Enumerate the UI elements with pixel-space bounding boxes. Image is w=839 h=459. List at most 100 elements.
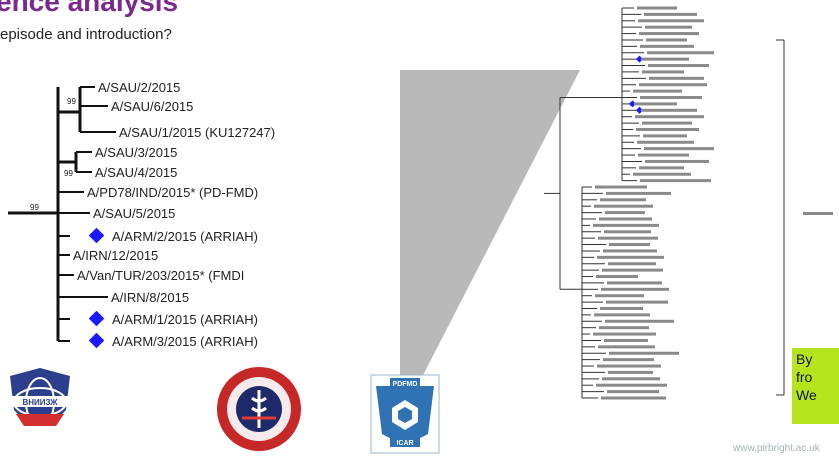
taxon-label-blur <box>603 249 657 253</box>
arriah-marker-icon <box>88 227 105 244</box>
tree-leaf-label: A/ARM/3/2015 (ARRIAH) <box>112 334 258 349</box>
taxon-label-blur <box>648 64 709 68</box>
taxon-label-blur <box>609 351 679 355</box>
tree-leaf-label: A/IRN/8/2015 <box>111 290 189 305</box>
taxon-label-blur <box>606 300 668 304</box>
taxon-label-blur <box>607 390 659 394</box>
taxon-label-blur <box>608 370 653 374</box>
taxon-label-blur <box>642 70 684 74</box>
taxon-label-blur <box>649 76 704 80</box>
taxon-label-blur <box>601 287 669 291</box>
taxon-label-blur <box>593 332 656 336</box>
taxon-label-blur <box>597 255 664 259</box>
taxon-label-blur <box>601 396 666 400</box>
svg-text:PDFMD: PDFMD <box>393 381 418 388</box>
zoom-triangle <box>400 70 580 420</box>
taxon-label-blur <box>637 6 677 10</box>
taxon-label-blur <box>594 313 650 317</box>
taxon-label-blur <box>602 268 663 272</box>
taxon-label-blur <box>599 326 649 330</box>
taxon-label-blur <box>638 153 689 157</box>
bootstrap-label: 99 <box>64 169 73 178</box>
taxon-label-blur <box>645 159 709 163</box>
taxon-label-blur <box>640 44 694 48</box>
taxon-label-blur <box>597 364 661 368</box>
callout-line: We <box>796 387 817 403</box>
taxon-label-blur <box>594 204 653 208</box>
taxon-label-blur <box>602 377 660 381</box>
vniizzh-logo: ВНИИЗЖ <box>10 368 70 427</box>
taxon-label-blur <box>604 230 651 234</box>
taxon-label-blur <box>636 127 699 131</box>
taxon-label-blur <box>599 217 652 221</box>
pdfmd-icar-logo: PDFMD ICAR <box>370 374 440 454</box>
callout-line: By <box>796 351 813 367</box>
arriah-marker-icon <box>88 310 105 327</box>
taxon-label-blur <box>633 89 682 93</box>
citation-callout: By fro We <box>792 348 839 424</box>
clade-label-blur <box>803 212 833 215</box>
bootstrap-label: 99 <box>30 203 39 212</box>
callout-line: fro <box>796 369 813 385</box>
footer-url[interactable]: www.pirbright.ac.uk <box>733 443 820 454</box>
taxon-label-blur <box>605 319 674 323</box>
taxon-label-blur <box>640 96 702 100</box>
taxon-label-blur <box>606 191 671 195</box>
taxon-label-blur <box>645 25 692 29</box>
taxon-label-blur <box>639 166 684 170</box>
taxon-label-blur <box>595 294 644 298</box>
taxon-label-blur <box>596 275 638 279</box>
arriah-marker-icon <box>88 332 105 349</box>
taxon-label-blur <box>642 121 692 125</box>
tree-leaf-label: A/SAU/4/2015 <box>95 165 177 180</box>
university-seal-logo <box>217 367 301 451</box>
arriah-marker-icon <box>635 106 644 114</box>
svg-text:ВНИИЗЖ: ВНИИЗЖ <box>22 398 58 407</box>
taxon-label-blur <box>598 236 658 240</box>
taxon-label-blur <box>604 338 648 342</box>
taxon-label-blur <box>595 185 647 189</box>
tree-leaf-label: A/SAU/6/2015 <box>111 99 193 114</box>
taxon-label-blur <box>646 38 687 42</box>
taxon-label-blur <box>644 147 714 151</box>
taxon-label-blur <box>641 57 689 61</box>
taxon-label-blur <box>640 179 711 183</box>
full-phylogenetic-tree <box>544 6 833 400</box>
taxon-label-blur <box>637 140 694 144</box>
svg-text:ICAR: ICAR <box>396 440 413 447</box>
taxon-label-blur <box>639 32 699 36</box>
taxon-label-blur <box>605 211 645 215</box>
bootstrap-label: 99 <box>67 97 76 106</box>
taxon-label-blur <box>644 12 697 16</box>
taxon-label-blur <box>634 102 677 106</box>
tree-leaf-label: A/Van/TUR/203/2015* (FMDI <box>77 268 244 283</box>
taxon-label-blur <box>638 19 704 23</box>
tree-leaf-label: A/SAU/2/2015 <box>98 80 180 95</box>
arriah-marker-icon <box>635 55 644 63</box>
page-subtitle: episode and introduction? <box>0 26 172 43</box>
taxon-label-blur <box>593 223 659 227</box>
tree-leaf-label: A/SAU/5/2015 <box>93 206 175 221</box>
tree-leaf-label: A/ARM/2/2015 (ARRIAH) <box>112 229 258 244</box>
tree-leaf-label: A/ARM/1/2015 (ARRIAH) <box>112 312 258 327</box>
page-title: ence analysis <box>0 0 179 17</box>
taxon-label-blur <box>607 281 662 285</box>
taxon-label-blur <box>641 108 697 112</box>
taxon-label-blur <box>635 115 704 119</box>
taxon-label-blur <box>643 134 687 138</box>
taxon-label-blur <box>639 83 707 87</box>
taxon-label-blur <box>633 172 691 176</box>
taxon-label-blur <box>598 345 655 349</box>
taxon-label-blur <box>596 383 667 387</box>
taxon-label-blur <box>609 243 650 247</box>
taxon-label-blur <box>647 51 714 55</box>
tree-leaf-label: A/PD78/IND/2015* (PD-FMD) <box>87 185 258 200</box>
taxon-label-blur <box>608 262 656 266</box>
tree-leaf-label: A/SAU/1/2015 (KU127247) <box>119 125 275 140</box>
tree-leaf-label: A/SAU/3/2015 <box>95 145 177 160</box>
taxon-label-blur <box>600 306 643 310</box>
arriah-marker-icon <box>628 100 637 108</box>
taxon-label-blur <box>603 358 654 362</box>
phylogenetic-tree: 99 99 99 A/SAU/2/2015 A/SAU/6/2015 A/SAU… <box>8 80 275 349</box>
tree-leaf-label: A/IRN/12/2015 <box>73 248 158 263</box>
